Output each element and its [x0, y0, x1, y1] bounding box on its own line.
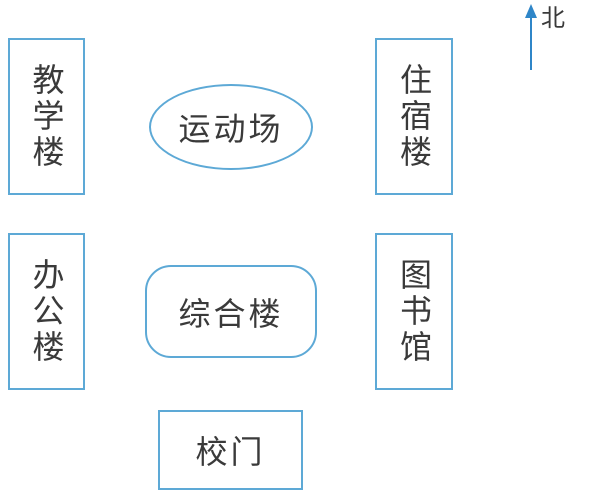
complex-building: 综合楼 [145, 265, 317, 358]
library-building-label: 图书馆 [395, 257, 433, 366]
library-building: 图书馆 [375, 233, 453, 390]
dormitory-building: 住宿楼 [375, 38, 453, 195]
office-building-label: 办公楼 [27, 257, 66, 366]
office-building: 办公楼 [8, 233, 85, 390]
teaching-building: 教学楼 [8, 38, 85, 195]
school-gate-label: 校门 [195, 433, 266, 471]
complex-building-label: 综合楼 [178, 294, 284, 333]
teaching-building-label: 教学楼 [27, 62, 66, 171]
school-gate: 校门 [158, 410, 303, 490]
playground: 运动场 [149, 84, 313, 170]
playground-label: 运动场 [178, 110, 284, 148]
compass: 北 [519, 4, 589, 74]
north-arrow-icon [525, 4, 537, 70]
dormitory-building-label: 住宿楼 [395, 62, 433, 171]
north-label: 北 [541, 4, 565, 32]
